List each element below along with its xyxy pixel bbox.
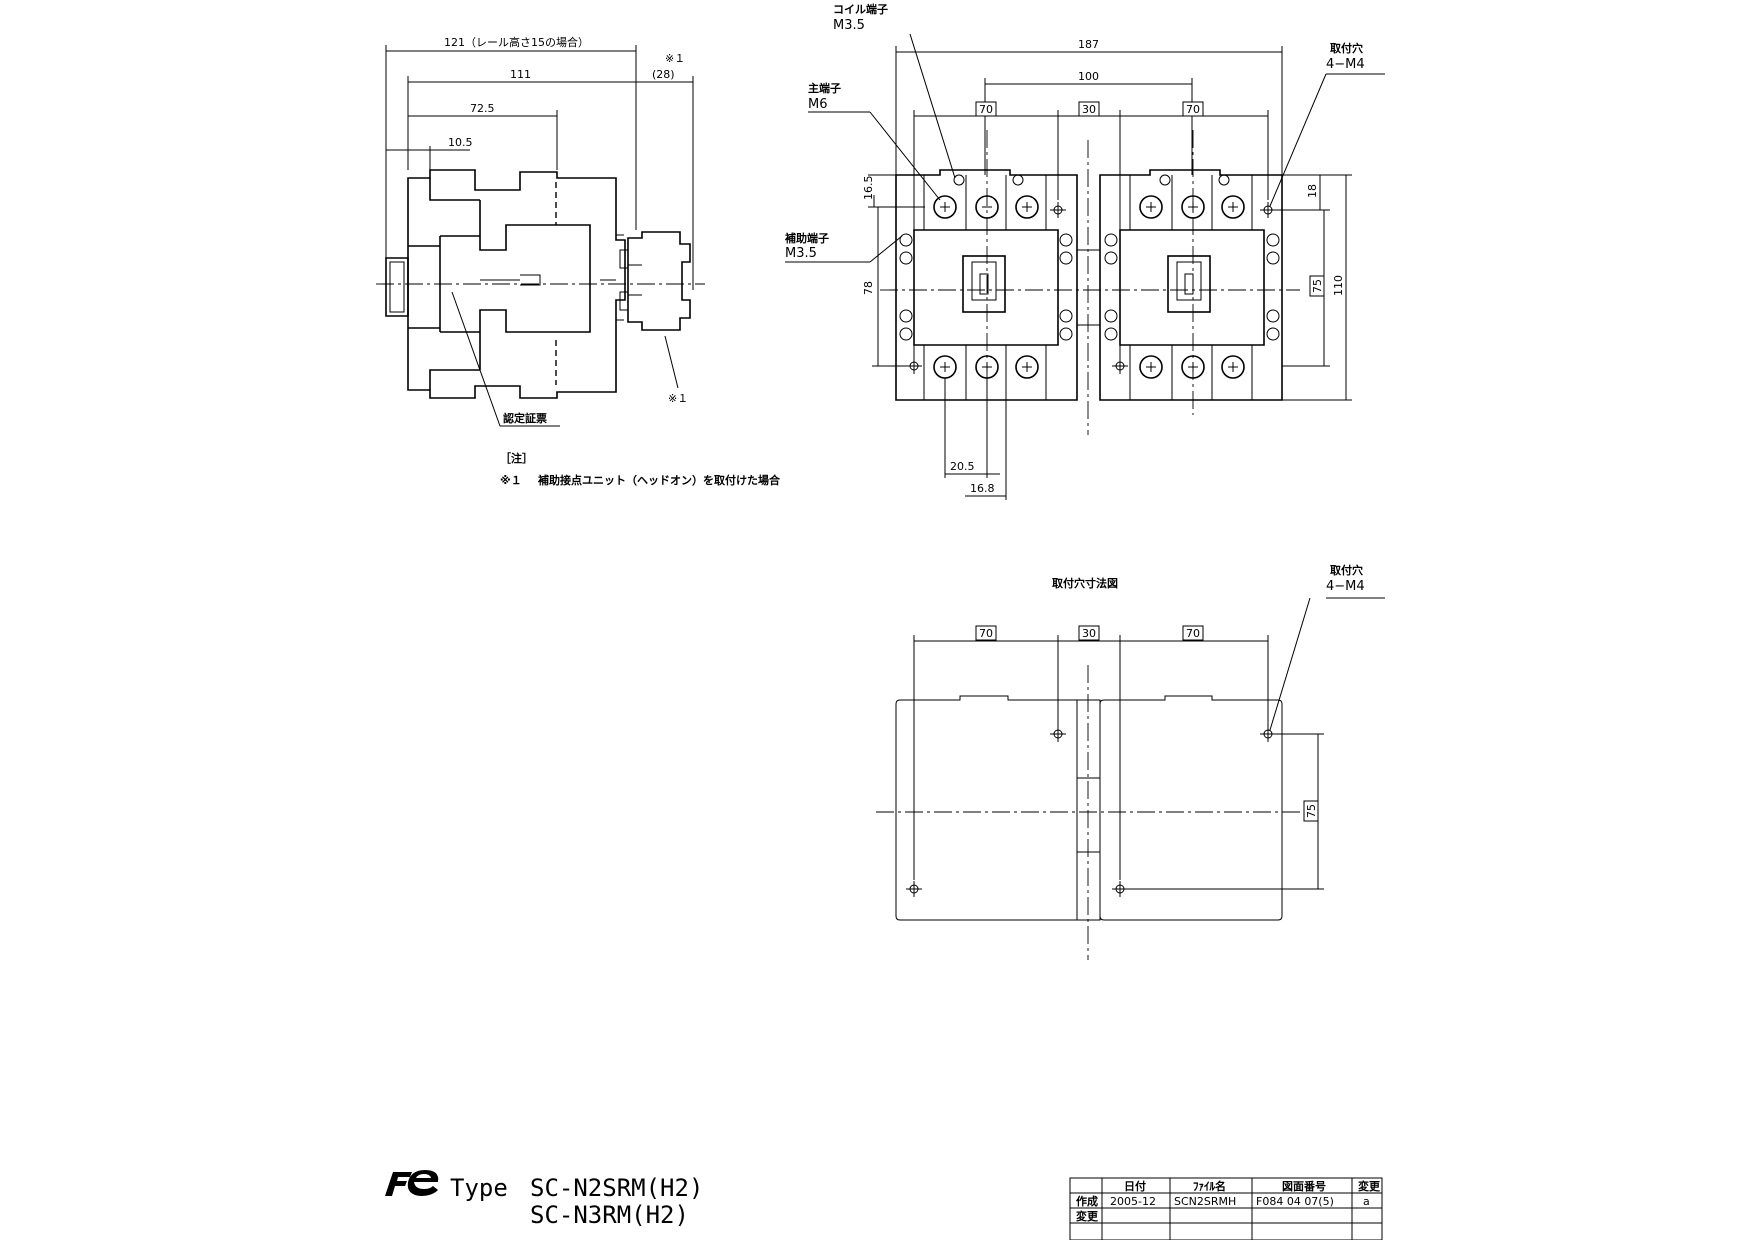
notes: ［注］ ※１ 補助接点ユニット（ヘッドオン）を取付けた場合 [500,451,781,487]
row-created-date: 2005-12 [1110,1195,1156,1208]
mount-view-hole-size: 4−M4 [1326,579,1365,594]
row-created-file: SCN2SRMH [1174,1195,1236,1208]
dim-10-5-label: 10.5 [448,136,473,149]
mount-view-hole-label: 取付穴 [1330,563,1363,577]
aux-terminal-label: 補助端子 [784,231,829,245]
main-terminal-label: 主端子 [808,81,841,95]
mount-view: 取付穴寸法図 取付穴 4−M4 70 30 70 75 [876,563,1385,960]
dim-16-5-label: 16.5 [862,176,875,201]
table-header-drawing-no: 図面番号 [1282,1179,1326,1193]
dim-28-label: (28) [652,68,675,81]
model-2: SC-N3RM(H2) [530,1201,689,1229]
dim-70-left-label: 70 [979,103,993,116]
mount-dim-75: 75 [1305,804,1318,818]
table-header-file: ﾌｧｲﾙ名 [1193,1179,1226,1193]
row-created-label: 作成 [1076,1194,1098,1208]
mount-hole-size: 4−M4 [1326,57,1365,72]
dim-18-label: 18 [1306,184,1319,198]
dim-20-5-label: 20.5 [950,460,975,473]
dim-30-label: 30 [1082,103,1096,116]
mount-dim-30: 30 [1082,627,1096,640]
title-block: Type SC-N2SRM(H2) SC-N3RM(H2) 日付 ﾌｧｲﾙ名 図… [385,1170,1383,1240]
dim-72-5-label: 72.5 [470,102,495,115]
mount-view-title: 取付穴寸法図 [1052,576,1118,590]
main-terminal-size: M6 [808,97,828,112]
dim-100-label: 100 [1078,70,1099,83]
cert-label: 認定証票 [503,411,547,425]
fe-logo [385,1170,439,1196]
dim-121-label: 121（レール高さ15の場合） [444,35,589,49]
note-mark-top: ※１ [665,52,685,65]
aux-terminal-size: M3.5 [785,246,817,261]
dim-70-right-label: 70 [1186,103,1200,116]
coil-terminal-size: M3.5 [833,18,865,33]
note-1-mark: ※１ [500,474,522,487]
row-created-drawing-no: F084 04 07(5) [1256,1195,1334,1208]
notes-header: ［注］ [500,451,533,465]
mount-hole-label: 取付穴 [1330,41,1363,55]
table-header-change: 変更 [1358,1179,1381,1193]
note-mark-bottom: ※１ [668,392,688,405]
dim-78-label: 78 [862,281,875,295]
dim-187-label: 187 [1078,38,1099,51]
dim-16-8-label: 16.8 [970,482,995,495]
dim-110-label: 110 [1332,275,1345,296]
row-created-change: a [1363,1195,1370,1208]
side-view: 121（レール高さ15の場合） 111 72.5 10.5 ※１ (28) [376,35,705,427]
mount-dim-70-left: 70 [979,627,993,640]
type-label: Type [450,1174,508,1202]
mount-dim-70-right: 70 [1186,627,1200,640]
row-change-label: 変更 [1076,1209,1099,1223]
dim-111-label: 111 [510,68,531,81]
dim-75-label: 75 [1311,279,1324,293]
table-header-date: 日付 [1124,1179,1146,1193]
model-1: SC-N2SRM(H2) [530,1174,703,1202]
coil-terminal-label: コイル端子 [833,2,888,16]
note-1-text: 補助接点ユニット（ヘッドオン）を取付けた場合 [537,473,781,487]
front-view: コイル端子 M3.5 主端子 M6 補助端子 M3.5 取付穴 4−M4 187… [784,2,1385,500]
